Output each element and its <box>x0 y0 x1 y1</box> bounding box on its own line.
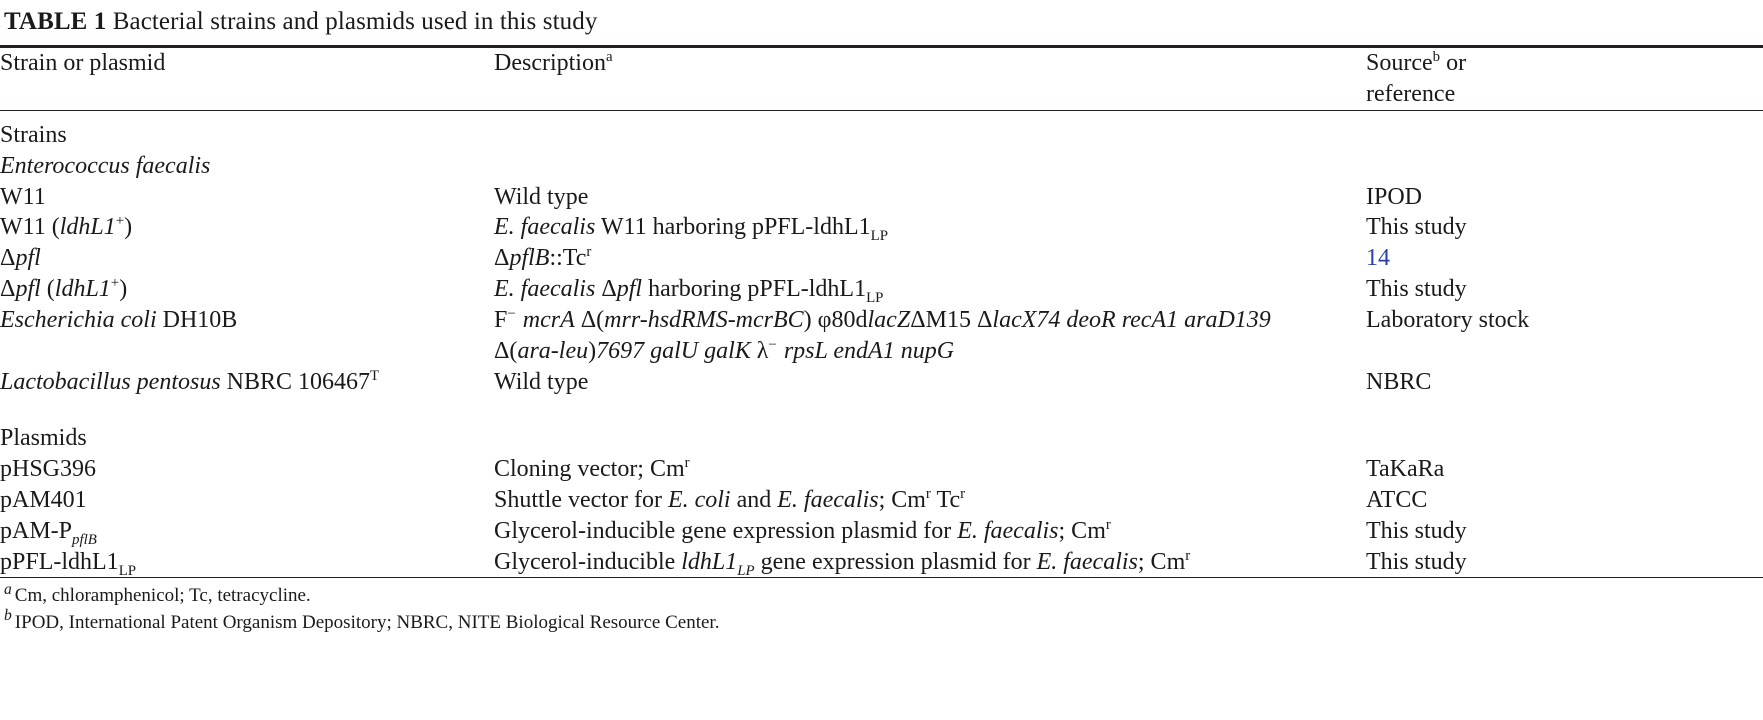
table-top-rule <box>0 44 1763 48</box>
table-header-rule <box>0 109 1763 111</box>
table-row-continuation: Δ(ara-leu)7697 galU galK λ−rpsL endA1 nu… <box>0 336 1763 367</box>
strain-name: Δpfl (ldhL1+) <box>0 275 128 303</box>
plasmid-description: Glycerol-inducible gene expression plasm… <box>494 516 1111 544</box>
table-header: Strain or plasmid Descriptiona Sourceb o… <box>0 48 1763 110</box>
column-header-description: Descriptiona <box>494 48 613 76</box>
table-bottom-rule <box>0 577 1763 579</box>
section-label-strains: Strains <box>0 121 67 148</box>
header-row: Strain or plasmid Descriptiona Sourceb o… <box>0 48 1763 110</box>
plasmid-name: pAM-PpflB <box>0 517 97 548</box>
table-container: TABLE 1 Bacterial strains and plasmids u… <box>0 0 1763 635</box>
strain-name: W11 <box>0 183 46 210</box>
plasmid-description: Cloning vector; Cmr <box>494 455 690 483</box>
plasmid-source: TaKaRa <box>1366 456 1445 483</box>
table-row: Δpfl ΔpflB::Tcr 14 <box>0 243 1763 274</box>
table-title-text: Bacterial strains and plasmids used in t… <box>112 8 598 35</box>
table-row: W11 (ldhL1+) E. faecalis W11 harboring p… <box>0 212 1763 245</box>
strain-source-reference[interactable]: 14 <box>1366 245 1390 272</box>
footnote-marker-b: b <box>1432 48 1441 65</box>
table-row: W11 Wild type IPOD <box>0 182 1763 213</box>
plasmid-description: Shuttle vector for E. coli and E. faecal… <box>494 485 966 513</box>
strain-name: Escherichia coli DH10B <box>0 306 238 333</box>
table-row: Δpfl (ldhL1+) E. faecalis Δpfl harboring… <box>0 274 1763 306</box>
plasmid-name: pHSG396 <box>0 456 97 483</box>
section-header-strains: Strains <box>0 111 1763 151</box>
group-label: Enterococcus faecalis <box>0 152 211 179</box>
strain-description-continued: Δ(ara-leu)7697 galU galK λ−rpsL endA1 nu… <box>494 336 955 364</box>
table-row: Escherichia coli DH10B F−mcrA Δ(mrr-hsdR… <box>0 305 1763 336</box>
section-header-plasmids: Plasmids <box>0 423 1763 454</box>
strain-source: NBRC <box>1366 368 1432 395</box>
strains-plasmids-table: Strain or plasmid Descriptiona Sourceb o… <box>0 48 1763 110</box>
column-header-source-line1: Sourceb or <box>1366 48 1467 76</box>
strain-name: Δpfl <box>0 245 41 272</box>
plasmid-description: Glycerol-inducible ldhL1LP gene expressi… <box>494 547 1191 579</box>
footnote-marker-a: a <box>605 48 613 65</box>
table-row: pPFL-ldhL1LP Glycerol-inducible ldhL1LP … <box>0 547 1763 578</box>
table-row: pAM-PpflB Glycerol-inducible gene expres… <box>0 516 1763 547</box>
plasmid-source: This study <box>1366 548 1467 575</box>
plasmid-source: This study <box>1366 517 1467 544</box>
strain-description: F−mcrA Δ(mrr-hsdRMS-mcrBC) φ80dlacZΔM15 … <box>494 305 1271 333</box>
table-row: Lactobacillus pentosus NBRC 106467T Wild… <box>0 367 1763 398</box>
strain-description: E. faecalis W11 harboring pPFL-ldhL1LP <box>494 214 888 245</box>
section-spacer <box>0 397 1763 423</box>
section-label-plasmids: Plasmids <box>0 425 87 452</box>
group-header-enterococcus: Enterococcus faecalis <box>0 151 1763 182</box>
table-caption: TABLE 1 Bacterial strains and plasmids u… <box>0 0 1763 45</box>
strain-description: E. faecalis Δpfl harboring pPFL-ldhL1LP <box>494 276 884 306</box>
strain-source: This study <box>1366 214 1467 241</box>
strain-source: IPOD <box>1366 183 1423 210</box>
strain-name: W11 (ldhL1+) <box>0 213 133 241</box>
strain-description: ΔpflB::Tcr <box>494 244 592 272</box>
column-header-strain: Strain or plasmid <box>0 49 166 76</box>
strain-description: Wild type <box>494 183 589 210</box>
strain-name: Lactobacillus pentosus NBRC 106467T <box>0 367 380 395</box>
plasmid-name: pPFL-ldhL1LP <box>0 548 137 579</box>
strain-source: Laboratory stock <box>1366 306 1530 333</box>
table-row: pHSG396 Cloning vector; Cmr TaKaRa <box>0 454 1763 485</box>
plasmid-source: ATCC <box>1366 486 1428 513</box>
column-header-source: Sourceb or reference <box>1366 48 1763 110</box>
table-row: pAM401 Shuttle vector for E. coli and E.… <box>0 485 1763 516</box>
strain-source: This study <box>1366 276 1467 303</box>
strains-plasmids-table-body: Strains Enterococcus faecalis W11 Wild t… <box>0 111 1763 578</box>
strain-description: Wild type <box>494 368 589 395</box>
column-header-source-line2: reference <box>1366 80 1456 107</box>
plasmid-name: pAM401 <box>0 486 87 513</box>
table-number: TABLE 1 <box>4 8 107 35</box>
